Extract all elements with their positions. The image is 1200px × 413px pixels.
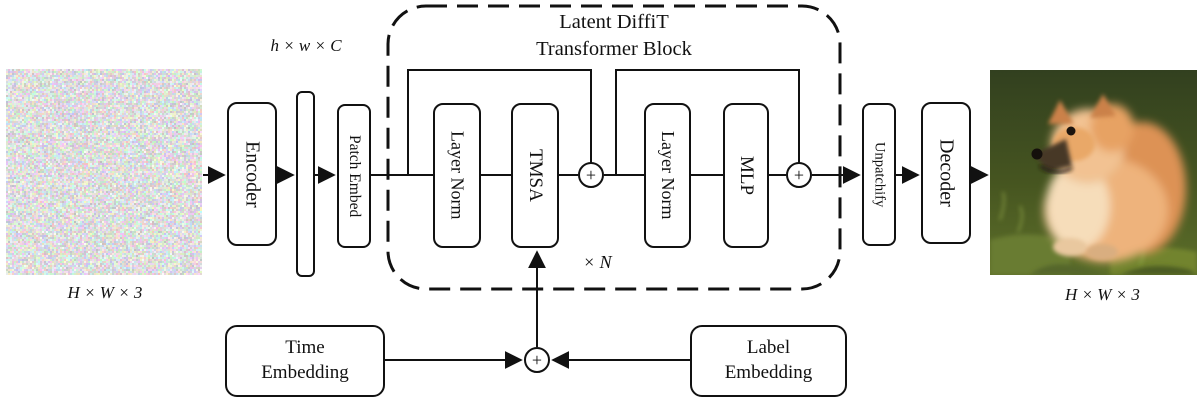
residual-add-1: + — [578, 162, 604, 188]
dog-front-paw — [1053, 238, 1087, 256]
plus-1-symbol: + — [586, 166, 596, 184]
latent-tensor-rect — [296, 91, 315, 277]
input-noise-image — [6, 69, 202, 275]
plus-3-symbol: + — [532, 351, 542, 369]
tmsa-label: TMSA — [524, 149, 546, 202]
dog-nose — [1032, 149, 1043, 160]
patch-embed-label: Patch Embed — [345, 135, 363, 217]
patch-embed-box: Patch Embed — [337, 104, 371, 248]
conditioning-add: + — [524, 347, 550, 373]
residual-add-2: + — [786, 162, 812, 188]
label-embedding-box: Label Embedding — [690, 325, 847, 397]
layer-norm-1-label: Layer Norm — [447, 131, 468, 219]
latent-shape-label: h × w × C — [248, 36, 364, 56]
label-embedding-label-line1: Label — [747, 336, 790, 361]
transformer-block-title: Latent DiffiT Transformer Block — [388, 9, 840, 64]
input-shape-label: H × W × 3 — [30, 283, 180, 303]
layer-norm-2-box: Layer Norm — [644, 103, 691, 248]
encoder-label: Encoder — [241, 141, 264, 208]
output-shape-label: H × W × 3 — [1045, 285, 1160, 305]
time-embedding-box: Time Embedding — [225, 325, 385, 397]
unpatchify-box: Unpatchify — [862, 103, 896, 246]
plus-2-symbol: + — [794, 166, 804, 184]
tmsa-box: TMSA — [511, 103, 559, 248]
time-embedding-label-line2: Embedding — [261, 361, 349, 386]
mlp-label: MLP — [735, 156, 757, 195]
dog-rear-paw — [1086, 244, 1118, 260]
label-embedding-label-line2: Embedding — [725, 361, 813, 386]
time-embedding-label-line1: Time — [285, 336, 324, 361]
block-title-line1: Latent DiffiT — [388, 9, 840, 36]
unpatchify-label: Unpatchify — [871, 142, 888, 207]
block-title-line2: Transformer Block — [388, 36, 840, 63]
dog-eye — [1067, 127, 1076, 136]
decoder-label: Decoder — [935, 139, 958, 207]
layer-norm-1-box: Layer Norm — [433, 103, 481, 248]
output-dog-image — [990, 70, 1197, 275]
encoder-box: Encoder — [227, 102, 277, 246]
mlp-box: MLP — [723, 103, 769, 248]
repeat-n-label: × N — [583, 252, 612, 273]
layer-norm-2-label: Layer Norm — [657, 131, 678, 219]
embedding-lines — [385, 252, 690, 360]
decoder-box: Decoder — [921, 102, 971, 244]
